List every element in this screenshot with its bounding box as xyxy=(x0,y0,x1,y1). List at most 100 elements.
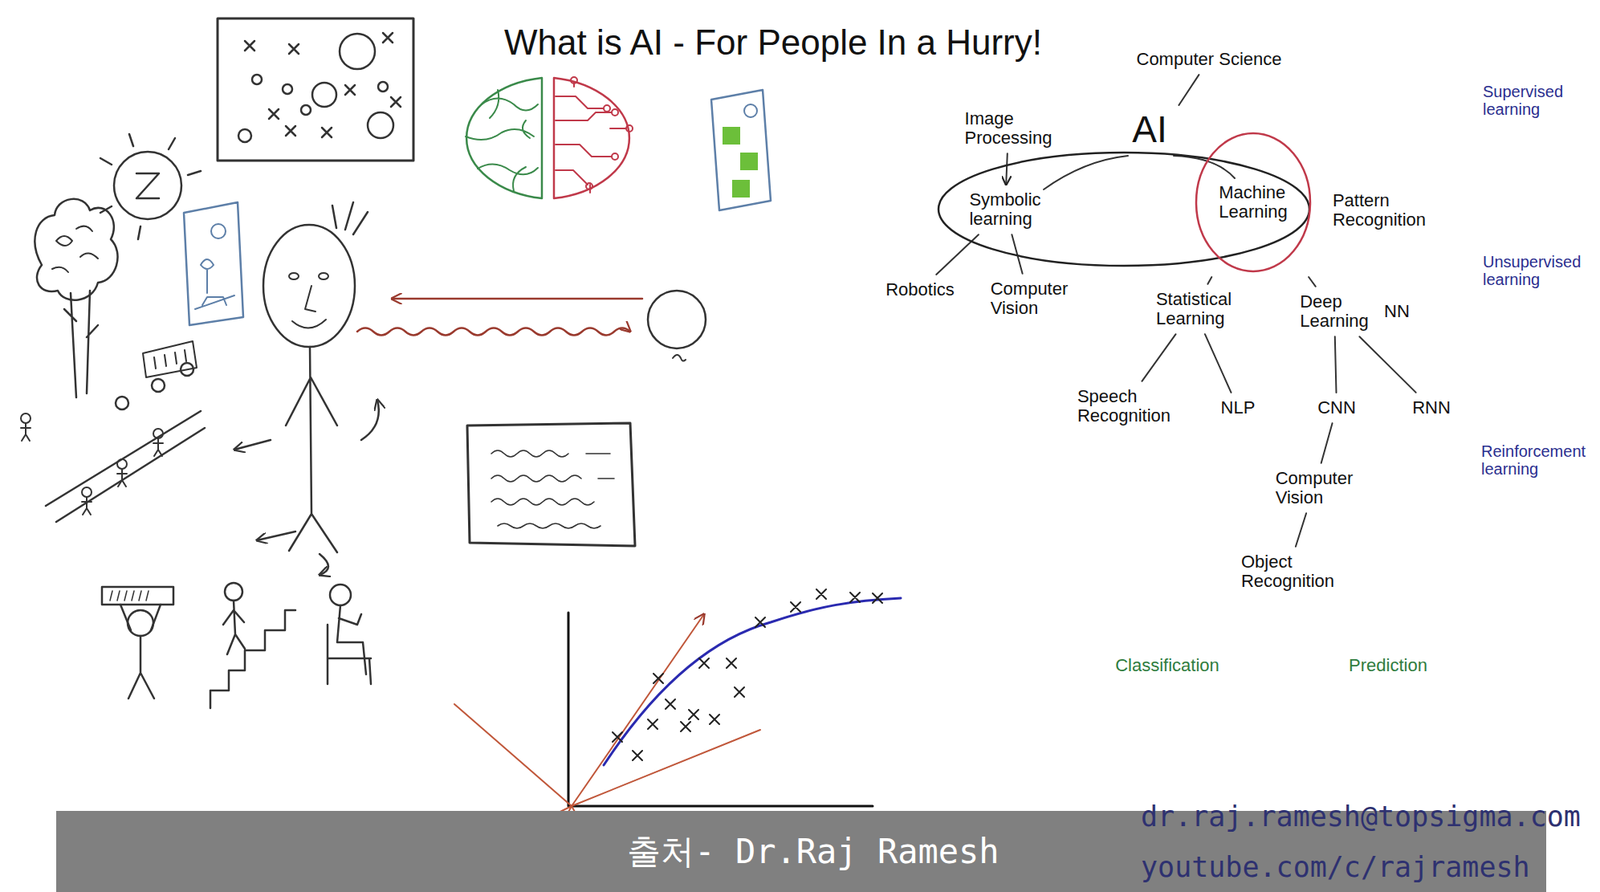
category-label: Supervised learning xyxy=(1482,82,1564,119)
x-marks xyxy=(244,32,401,138)
o-mark xyxy=(252,74,262,85)
node-text: Deep Learning xyxy=(1299,292,1369,331)
picture-frame xyxy=(711,89,771,211)
small-person xyxy=(117,468,127,487)
picture-sun xyxy=(744,104,758,118)
concept-label: NLP xyxy=(1217,396,1259,420)
fit-line xyxy=(571,614,705,807)
green-square xyxy=(722,126,741,145)
ball xyxy=(647,290,706,349)
picture-frame xyxy=(183,202,244,326)
figure-eye xyxy=(318,272,329,280)
paper-scribble xyxy=(491,450,615,529)
small-person xyxy=(81,496,92,515)
side-label: Pattern Recognition xyxy=(1332,191,1426,230)
chair xyxy=(327,624,371,684)
brain-right xyxy=(553,77,630,199)
ellipse-border xyxy=(938,152,1310,266)
tree-trunk xyxy=(64,290,98,398)
small-person xyxy=(153,428,163,439)
concept-label: CNN xyxy=(1314,396,1360,420)
wheel xyxy=(151,378,165,392)
node-text: Statistical Learning xyxy=(1156,289,1232,329)
wheel xyxy=(115,396,129,410)
node-text: Object Recognition xyxy=(1241,552,1335,591)
concept-label: Speech Recognition xyxy=(1074,385,1174,428)
connector xyxy=(1359,336,1416,393)
perception-arrow xyxy=(391,297,643,301)
wheel xyxy=(180,362,194,376)
small-person xyxy=(20,413,31,424)
action-arrow xyxy=(234,439,271,450)
green-square xyxy=(740,152,758,171)
concept-label: Image Processing xyxy=(961,107,1056,150)
picture-scene xyxy=(195,259,235,310)
node-text: RNN xyxy=(1412,398,1451,418)
data-points xyxy=(612,589,883,761)
node-text: Symbolic learning xyxy=(968,190,1041,229)
chart-axes xyxy=(568,612,873,807)
concept-label: Computer Science xyxy=(1133,48,1286,71)
circle-border xyxy=(1196,133,1311,272)
source-caption: 출처- Dr.Raj Ramesh xyxy=(626,833,999,871)
o-mark xyxy=(238,129,252,143)
o-mark xyxy=(339,33,375,70)
small-person xyxy=(153,438,163,456)
node-text: Machine Learning xyxy=(1218,183,1288,222)
circuit-node xyxy=(611,109,619,116)
side-label: NN xyxy=(1384,301,1410,322)
task-label: Classification xyxy=(1115,655,1220,676)
sketch-group xyxy=(20,18,1235,890)
person-body xyxy=(337,605,367,675)
circuit-node xyxy=(603,105,611,112)
circuit-node xyxy=(611,153,619,160)
connector xyxy=(1295,512,1307,547)
task-label: Prediction xyxy=(1348,655,1428,676)
figure-eye xyxy=(289,272,299,280)
concept-label: Object Recognition xyxy=(1237,550,1338,593)
thought-arrow xyxy=(361,399,379,440)
signal-wave xyxy=(357,328,631,336)
figure-hair xyxy=(332,202,368,235)
node-text: CNN xyxy=(1317,398,1356,418)
circuit-node xyxy=(586,183,593,190)
o-mark xyxy=(312,82,337,107)
connector xyxy=(1178,74,1199,106)
figure-body xyxy=(285,346,338,553)
data-board xyxy=(217,18,414,161)
connector xyxy=(1005,153,1008,185)
circuit-node xyxy=(570,77,578,84)
node-text: Image Processing xyxy=(964,109,1053,148)
node-text: Computer Vision xyxy=(1275,468,1354,508)
category-label: Reinforcement learning xyxy=(1481,442,1586,478)
figure-head xyxy=(263,224,355,347)
connector xyxy=(1335,336,1337,393)
person-head xyxy=(329,584,351,606)
paper-sheet xyxy=(467,423,636,546)
small-person xyxy=(81,487,92,497)
connector xyxy=(1207,276,1212,285)
highlight-circle: Machine Learning xyxy=(1194,131,1312,273)
sign-marks xyxy=(109,590,149,601)
concept-label: Computer Vision xyxy=(987,277,1072,320)
region-heading: AI xyxy=(1131,110,1167,148)
small-person xyxy=(20,423,31,441)
concept-label: RNN xyxy=(1408,396,1454,420)
concept-label: Deep Learning xyxy=(1296,290,1373,333)
tree-leaves xyxy=(52,226,98,273)
person-body xyxy=(223,600,245,655)
o-mark xyxy=(378,81,388,92)
brain-circuits xyxy=(555,81,627,193)
ai-arc xyxy=(1043,155,1128,190)
conveyor-box xyxy=(142,341,197,378)
connector xyxy=(1205,333,1232,393)
connector xyxy=(1141,333,1176,382)
conveyor-belt xyxy=(45,411,205,522)
o-mark xyxy=(301,105,311,115)
sign-board xyxy=(101,586,174,605)
circuit-node xyxy=(626,125,633,132)
concept-label: Computer Vision xyxy=(1272,467,1357,509)
